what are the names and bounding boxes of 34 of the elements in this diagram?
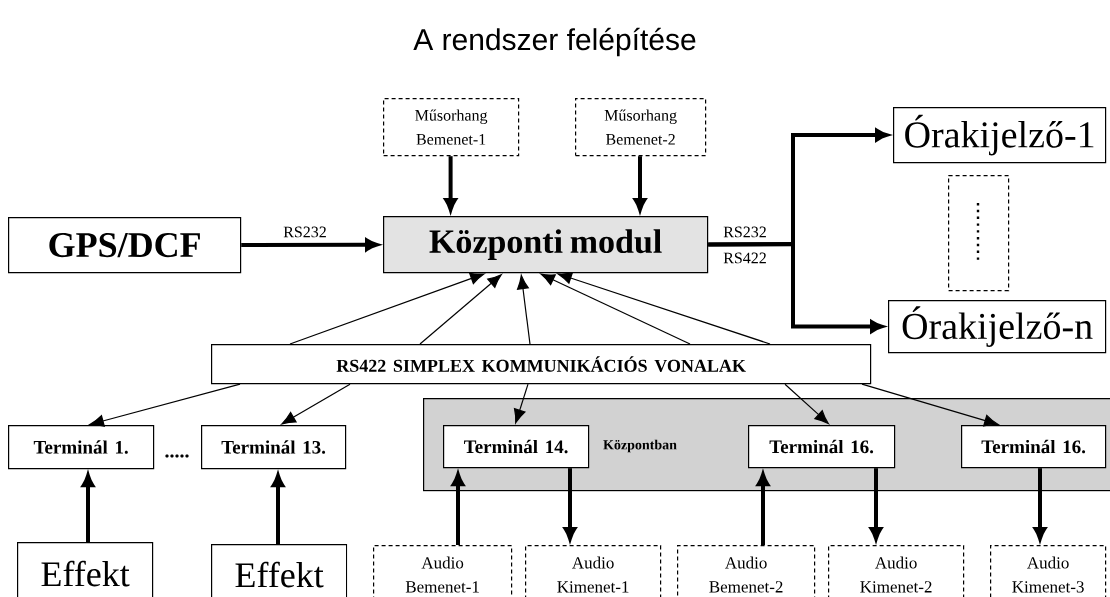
arrow: [89, 383, 241, 427]
arrow: [281, 383, 351, 425]
bus-box: RS422 SIMPLEX KOMMUNIKÁCIÓS VONALAK: [211, 344, 872, 385]
arrow: [517, 274, 531, 345]
ellipsis-label: .....: [165, 454, 189, 458]
terminal-box: Terminál 14.: [443, 425, 590, 469]
input-box: Műsorhang Bemenet-2: [575, 98, 707, 157]
effect-box: Effekt: [211, 544, 348, 597]
terminal-box: Terminál 1.: [8, 425, 155, 470]
title: A rendszer felépítése: [413, 27, 696, 57]
effect-box: Effekt: [17, 542, 154, 597]
arrow: [540, 273, 691, 345]
audio-box: Audio Kimenet-1: [525, 545, 662, 597]
process-box: GPS/DCF: [8, 217, 242, 274]
audio-box: Audio Bemenet-1: [373, 545, 513, 597]
arrow: [289, 272, 485, 345]
arrow: [557, 272, 771, 345]
arrow: [861, 383, 999, 427]
edge-label: RS232: [283, 226, 326, 238]
arrow: [513, 383, 529, 424]
input-box: Műsorhang Bemenet-1: [383, 98, 520, 157]
audio-box: Audio Bemenet-2: [677, 545, 816, 597]
audio-box: Audio Kimenet-2: [828, 545, 965, 597]
display-box: Órakijelző-n: [888, 300, 1107, 354]
terminal-box: Terminál 16.: [961, 425, 1107, 469]
module-box: Központi modul: [383, 216, 709, 274]
terminal-box: Terminál 16.: [748, 425, 896, 469]
display-box: Órakijelző-1: [893, 107, 1107, 164]
terminal-box: Terminál 13.: [201, 425, 347, 470]
band-label: Központban: [603, 439, 677, 453]
audio-box: Audio Kimenet-3: [990, 545, 1107, 597]
arrow: [419, 274, 502, 345]
arrow: [784, 383, 829, 425]
ellipsis-box: [948, 175, 1010, 292]
